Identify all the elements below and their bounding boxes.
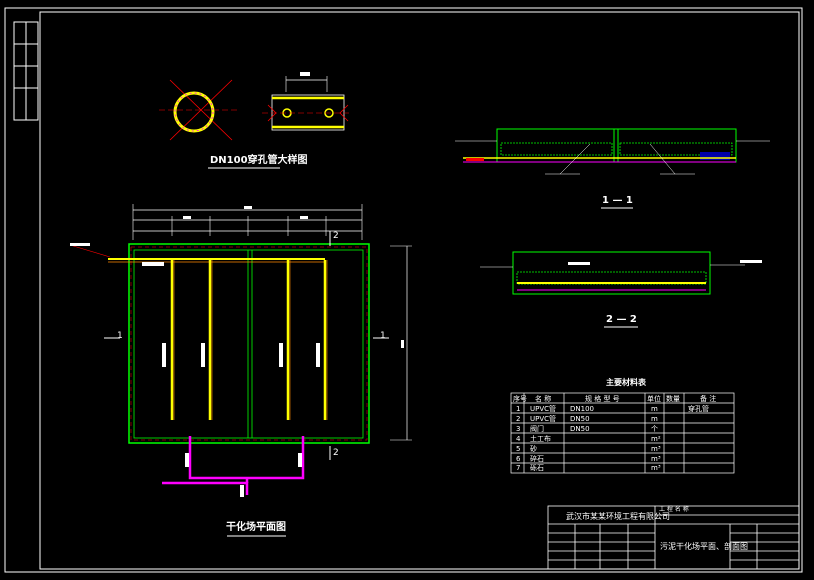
drawing-frame-outer	[4, 7, 803, 573]
table-cell: 阀门	[530, 425, 544, 433]
table-cell: DN100	[570, 405, 594, 413]
drawing-name: 污泥干化场平面、剖面图	[660, 542, 748, 551]
section-mark-right: 1	[380, 331, 386, 341]
table-header: 规 格 型 号	[585, 395, 620, 403]
sludge-bed-plan	[69, 204, 412, 497]
material-table-grid	[510, 392, 735, 474]
table-header: 备 注	[700, 395, 717, 403]
table-header: 数量	[666, 395, 680, 403]
project-label: 工 程 名 称	[659, 506, 689, 513]
table-header: 单位	[647, 395, 661, 403]
section-1-1	[455, 128, 770, 175]
table-cell: 3	[516, 425, 521, 433]
plan-title: 干化场平面图	[226, 522, 286, 533]
table-cell: 7	[516, 464, 521, 472]
table-cell: m	[651, 415, 658, 423]
table-cell: UPVC管	[530, 415, 557, 423]
table-header: 名 称	[535, 395, 552, 403]
table-cell: 1	[516, 405, 521, 413]
table-cell: 2	[516, 415, 521, 423]
pipe-detail-title: DN100穿孔管大样图	[210, 155, 308, 166]
section-1-1-title: 1 — 1	[602, 195, 633, 206]
company-name: 武汉市某某环境工程有限公司	[566, 512, 670, 521]
table-cell: 6	[516, 455, 521, 463]
section-2-2-title: 2 — 2	[606, 314, 637, 325]
table-header: 序号	[513, 395, 527, 403]
table-cell: 砂	[530, 445, 537, 453]
drawing-frame-inner	[39, 11, 800, 570]
table-cell: m	[651, 405, 658, 413]
section-mark-left: 1	[117, 331, 123, 341]
table-cell: UPVC管	[530, 405, 557, 413]
table-cell: DN50	[570, 415, 590, 423]
table-cell: 砾石	[530, 464, 544, 472]
table-cell: 碎石	[530, 455, 544, 463]
table-cell: m³	[651, 464, 661, 472]
table-cell: 穿孔管	[688, 405, 709, 413]
section-mark-bottom: 2	[333, 448, 339, 458]
table-cell: m³	[651, 455, 661, 463]
table-cell: 个	[651, 425, 658, 433]
section-2-2	[480, 251, 762, 295]
table-cell: m³	[651, 445, 661, 453]
table-cell: 5	[516, 445, 521, 453]
material-table-title: 主要材料表	[606, 378, 646, 387]
table-cell: 土工布	[530, 435, 551, 443]
table-cell: DN50	[570, 425, 590, 433]
table-cell: 4	[516, 435, 521, 443]
pipe-detail	[159, 72, 352, 141]
table-cell: m²	[651, 435, 661, 443]
section-mark-top: 2	[333, 231, 339, 241]
title-block-grid	[547, 505, 800, 570]
